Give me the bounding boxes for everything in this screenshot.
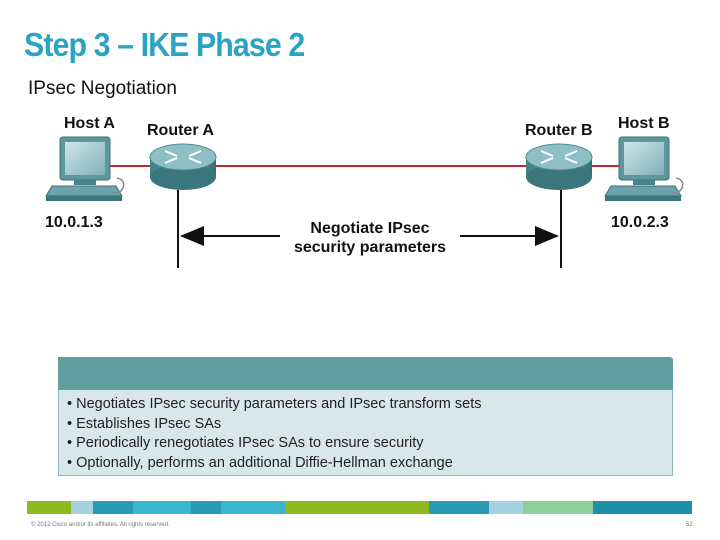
color-bar-segment	[489, 501, 523, 514]
bullet-item: Establishes IPsec SAs	[67, 415, 672, 435]
router-b-label: Router B	[525, 122, 593, 139]
color-bar-segment	[221, 501, 285, 514]
footer-color-bar	[27, 501, 692, 514]
network-diagram	[45, 136, 684, 268]
bullet-list: Negotiates IPsec security parameters and…	[67, 395, 672, 473]
color-bar-segment	[593, 501, 692, 514]
info-panel-header	[58, 357, 673, 390]
color-bar-segment	[285, 501, 333, 514]
bullet-item: Optionally, performs an additional Diffi…	[67, 454, 672, 474]
color-bar-segment	[93, 501, 133, 514]
footer-page-number: 52	[686, 522, 693, 528]
host-a-label: Host A	[64, 115, 115, 132]
host-a-ip: 10.0.1.3	[45, 214, 103, 231]
host-b-computer-icon	[604, 136, 684, 201]
router-a-label: Router A	[147, 122, 214, 139]
info-panel-body: Negotiates IPsec security parameters and…	[58, 390, 673, 476]
negotiation-label-line2: security parameters	[293, 239, 447, 256]
host-b-ip: 10.0.2.3	[611, 214, 669, 231]
color-bar-segment	[191, 501, 221, 514]
bullet-item: Negotiates IPsec security parameters and…	[67, 395, 672, 415]
info-panel: Negotiates IPsec security parameters and…	[58, 357, 673, 478]
color-bar-segment	[333, 501, 429, 514]
page-subtitle: IPsec Negotiation	[28, 78, 177, 99]
negotiation-label: Negotiate IPsec security parameters	[280, 219, 460, 257]
router-a-icon	[149, 143, 217, 190]
color-bar-segment	[133, 501, 191, 514]
page-title: Step 3 – IKE Phase 2	[24, 26, 305, 63]
router-b-icon	[525, 143, 593, 190]
host-a-computer-icon	[45, 136, 125, 201]
bullet-item: Periodically renegotiates IPsec SAs to e…	[67, 434, 672, 454]
color-bar-segment	[27, 501, 71, 514]
footer-copyright: © 2012 Cisco and/or its affiliates. All …	[31, 522, 170, 528]
color-bar-segment	[523, 501, 593, 514]
host-b-label: Host B	[618, 115, 670, 132]
negotiation-label-line1: Negotiate IPsec	[310, 220, 430, 237]
color-bar-segment	[429, 501, 489, 514]
color-bar-segment	[71, 501, 93, 514]
